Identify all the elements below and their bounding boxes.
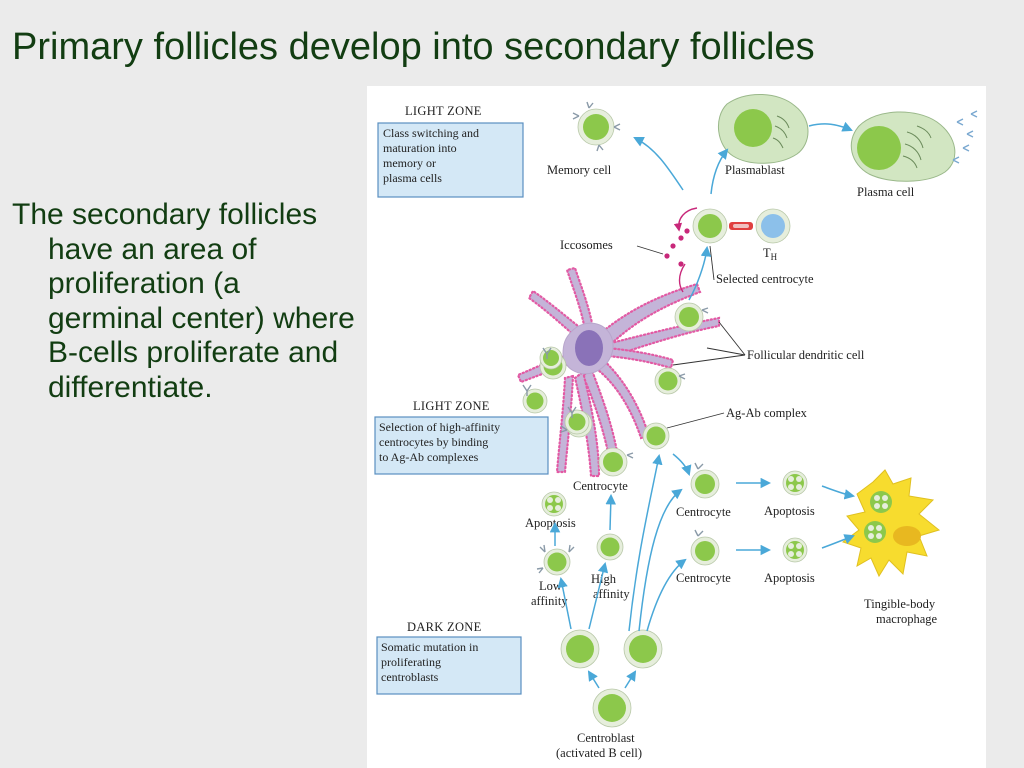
label-memory-cell: Memory cell — [547, 163, 612, 177]
svg-text:plasma cells: plasma cells — [383, 171, 442, 185]
svg-text:centroblasts: centroblasts — [381, 670, 439, 684]
apoptotic-cell-right-2 — [782, 537, 808, 563]
iccosomes — [664, 228, 690, 267]
centrocyte-on-fdc — [522, 388, 548, 414]
centrocyte-on-fdc — [539, 346, 563, 370]
label-apoptosis-right-2: Apoptosis — [764, 571, 815, 585]
low-affinity-centrocyte — [536, 544, 575, 576]
arrow-centroblast-to-centrocyte-2 — [646, 558, 687, 632]
high-affinity-centrocyte — [596, 533, 624, 561]
arrow-to-macrophage-2 — [821, 534, 855, 549]
info-box-selection: Selection of high-affinity centrocytes b… — [374, 416, 549, 475]
centrocyte-right-2 — [690, 529, 720, 566]
label-plasma-cell: Plasma cell — [857, 185, 915, 199]
label-apoptosis-left: Apoptosis — [525, 516, 576, 530]
arrow-iccosome-uptake — [673, 207, 698, 232]
cell-receptor-interaction — [729, 222, 753, 230]
tingible-body-macrophage — [841, 469, 941, 578]
arrow-centroblast-to-fdc — [628, 453, 663, 632]
label-th-cell: TH — [763, 246, 778, 262]
label-low-affinity: Low — [539, 579, 562, 593]
svg-text:to Ag-Ab complexes: to Ag-Ab complexes — [379, 450, 479, 464]
svg-text:proliferating: proliferating — [381, 655, 441, 669]
arrow-centroblast-to-centrocyte-1 — [638, 488, 683, 632]
arrow-to-plasma-cell — [808, 121, 853, 132]
zone-label-light-mid: LIGHT ZONE — [413, 399, 490, 413]
label-macrophage: macrophage — [876, 612, 938, 626]
slide-title: Primary follicles develop into secondary… — [12, 26, 815, 68]
centrocyte-center — [598, 447, 634, 477]
info-box-somatic-mutation: Somatic mutation in proliferating centro… — [376, 636, 522, 695]
svg-text:Selection of high-affinity: Selection of high-affinity — [379, 420, 500, 434]
memory-cell — [572, 101, 621, 152]
zone-label-dark: DARK ZONE — [407, 620, 482, 634]
leader-ag-ab — [666, 412, 725, 429]
arrow-to-low-affinity — [557, 576, 572, 630]
leader-fdc — [672, 354, 746, 366]
centroblast-activated-b-cell — [592, 688, 632, 728]
label-high-affinity: affinity — [593, 587, 630, 601]
centroblast-right — [623, 629, 663, 669]
svg-text:memory or: memory or — [383, 156, 436, 170]
centrocyte-on-fdc — [642, 422, 670, 450]
svg-text:maturation into: maturation into — [383, 141, 457, 155]
leader-fdc — [706, 347, 746, 356]
label-centrocyte-center: Centrocyte — [573, 479, 628, 493]
leader-selected-centrocyte — [709, 245, 715, 281]
info-box-class-switching: Class switching and maturation into memo… — [377, 122, 524, 198]
label-low-affinity: affinity — [531, 594, 568, 608]
label-selected-centrocyte: Selected centrocyte — [716, 272, 814, 286]
centrocyte-on-fdc — [564, 409, 590, 435]
label-plasmablast: Plasmablast — [725, 163, 785, 177]
zone-label-light-top: LIGHT ZONE — [405, 104, 482, 118]
arrow-to-plasmablast — [710, 148, 729, 195]
label-high-affinity: High — [591, 572, 617, 586]
arrow-to-high-affinity — [588, 561, 609, 630]
label-iccosomes: Iccosomes — [560, 238, 613, 252]
centrocyte-right-1 — [690, 462, 720, 499]
centroblast-left — [560, 629, 600, 669]
label-centroblast: (activated B cell) — [556, 746, 642, 760]
centrocyte-on-fdc — [674, 302, 704, 332]
germinal-center-figure: LIGHT ZONE LIGHT ZONE DARK ZONE Class sw… — [367, 86, 986, 768]
antibody-icons — [522, 307, 709, 433]
leader-iccosomes — [636, 245, 664, 255]
label-follicular-dendritic-cell: Follicular dendritic cell — [747, 348, 865, 362]
arrow-centroblast-division-right — [624, 670, 637, 689]
body-text: The secondary follicles have an area of … — [12, 198, 355, 404]
apoptotic-cell-right-1 — [782, 470, 808, 496]
label-macrophage: Tingible-body — [864, 597, 936, 611]
centrocyte-on-fdc — [654, 367, 682, 395]
label-centroblast: Centroblast — [577, 731, 635, 745]
arrow-centroblast-division-left — [587, 670, 600, 689]
arrow-to-macrophage-1 — [821, 485, 856, 500]
svg-text:centrocytes by binding: centrocytes by binding — [379, 435, 488, 449]
label-apoptosis-right-1: Apoptosis — [764, 504, 815, 518]
arrow-to-selected-centrocyte — [688, 245, 712, 301]
svg-text:Class switching and: Class switching and — [383, 126, 479, 140]
apoptotic-cell-left — [541, 491, 567, 517]
plasmablast — [717, 93, 809, 164]
plasma-cell — [850, 110, 978, 182]
label-centrocyte-right-1: Centrocyte — [676, 505, 731, 519]
arrow-fdc-to-centrocyte — [672, 453, 692, 476]
arrow-high-affinity-to-centrocyte — [605, 493, 617, 531]
leader-fdc — [718, 321, 746, 356]
selected-centrocyte — [692, 208, 728, 244]
svg-text:Somatic mutation in: Somatic mutation in — [381, 640, 478, 654]
label-ag-ab-complex: Ag-Ab complex — [726, 406, 808, 420]
label-centrocyte-right-2: Centrocyte — [676, 571, 731, 585]
t-helper-cell — [755, 208, 791, 244]
arrow-to-memory-cell — [633, 137, 684, 191]
arrow-iccosome-release — [678, 263, 686, 293]
